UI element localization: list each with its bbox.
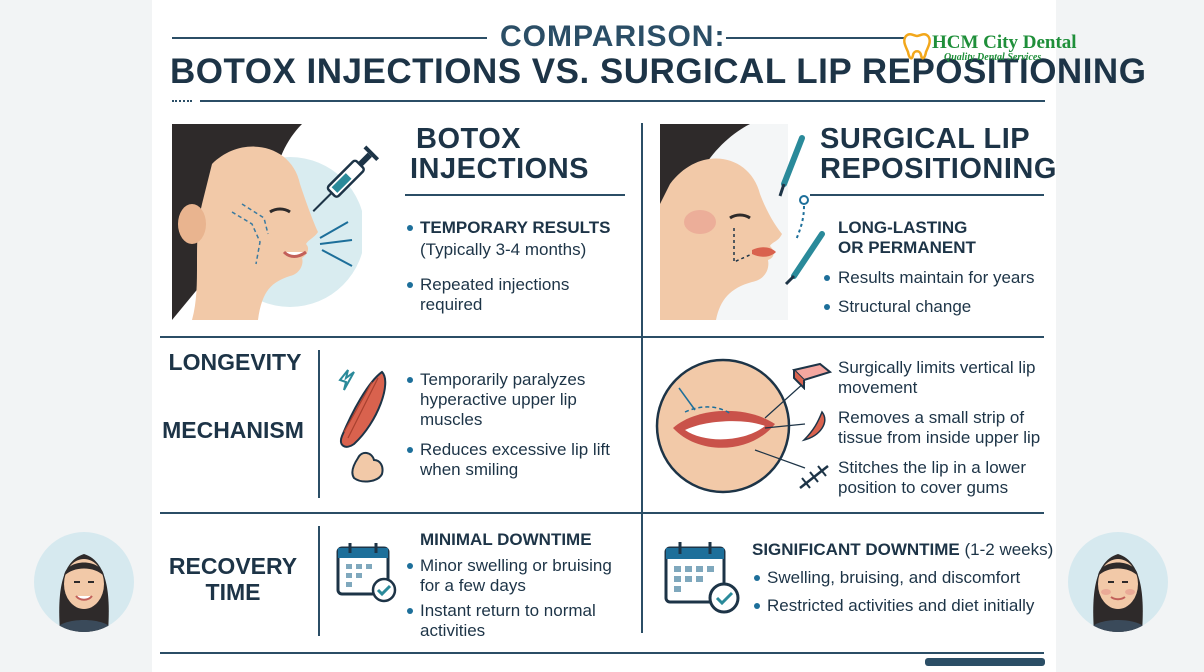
row-label-recovery-line2: TIME: [205, 579, 261, 605]
title-rule-right: [726, 37, 906, 39]
surgery-mech-1-line1: Surgically limits vertical lip: [838, 358, 1036, 377]
surgery-heading-line2: REPOSITIONING: [820, 153, 1057, 185]
botox-heading-rule: [405, 194, 625, 196]
bullet: [407, 282, 413, 288]
row-divider-2: [160, 512, 1044, 514]
column-divider: [641, 123, 643, 633]
botox-mech-1-line3: muscles: [420, 410, 483, 429]
botox-recovery-1-line1: Minor swelling or bruising: [420, 556, 612, 575]
lip-strip-icon: [801, 410, 826, 442]
botox-mech-2-line2: when smiling: [420, 460, 519, 479]
surgery-recovery-1: Swelling, bruising, and discomfort: [767, 568, 1021, 587]
surgery-result-title-line2: OR PERMANENT: [838, 238, 976, 257]
row-label-longevity: LONGEVITY: [168, 349, 302, 375]
bottom-rule: [160, 652, 1044, 654]
botox-repeat-line2: required: [420, 295, 483, 314]
surgery-heading-line1: SURGICAL LIP: [820, 123, 1031, 155]
row-divider-1: [160, 336, 1044, 338]
surgery-mech-2-line1: Removes a small strip of: [838, 408, 1025, 427]
surgery-recovery-bold: SIGNIFICANT DOWNTIME: [752, 540, 960, 559]
calendar-check-icon: [336, 543, 397, 603]
row-label-mechanism: MECHANISM: [162, 417, 304, 443]
bullet: [824, 304, 830, 310]
surgery-recovery-title: SIGNIFICANT DOWNTIME (1-2 weeks): [752, 540, 1053, 560]
woman-avatar-icon: [34, 532, 134, 632]
scalpel-icon: [778, 135, 825, 286]
botox-heading-line2: INJECTIONS: [410, 153, 590, 185]
botox-mech-2-line1: Reduces excessive lip lift: [420, 440, 610, 459]
botox-recovery-title: MINIMAL DOWNTIME: [420, 530, 592, 549]
botox-heading-line1: BOTOX: [416, 123, 522, 155]
surgery-result-title-line1: LONG-LASTING: [838, 218, 968, 237]
surgery-mech-3-line2: position to cover gums: [838, 478, 1009, 497]
woman-avatar-icon: [1068, 532, 1168, 632]
tissue-strip-icon: [792, 362, 833, 390]
label-divider-2: [318, 526, 320, 636]
syringe-icon: [312, 145, 380, 267]
bullet: [407, 608, 413, 614]
botox-result-detail: (Typically 3-4 months): [420, 240, 587, 259]
surgery-mech-1-line2: movement: [838, 378, 918, 397]
surgery-result-1: Results maintain for years: [838, 268, 1035, 287]
bullet: [407, 563, 413, 569]
logo-name: HCM City Dental: [932, 32, 1077, 53]
surgery-mech-2-line2: tissue from inside upper lip: [838, 428, 1041, 447]
surgery-heading-rule: [810, 194, 1044, 196]
muscle-icon: [338, 369, 387, 483]
surgery-mech-3-line1: Stitches the lip in a lower: [838, 458, 1027, 477]
mouth-closeup-icon: [655, 358, 806, 494]
bullet: [407, 377, 413, 383]
title-underline: [200, 100, 1045, 102]
label-divider-1: [318, 350, 320, 498]
botox-recovery-1-line2: for a few days: [420, 576, 526, 595]
botox-mech-1-line2: hyperactive upper lip: [420, 390, 577, 409]
surgery-result-2: Structural change: [838, 297, 972, 316]
bullet: [754, 575, 760, 581]
tooth-logo-icon: [903, 32, 931, 60]
bullet: [824, 275, 830, 281]
botox-face-illustration: [172, 124, 362, 320]
title-rule-left: [172, 37, 487, 39]
botox-recovery-2-line2: activities: [420, 621, 486, 640]
bullet: [754, 603, 760, 609]
row-label-recovery-line1: RECOVERY: [168, 553, 298, 579]
botox-recovery-2-line1: Instant return to normal: [420, 601, 596, 620]
bullet: [407, 447, 413, 453]
calendar-check-icon: [664, 542, 740, 614]
footer-bar: [925, 658, 1045, 666]
botox-repeat-line1: Repeated injections: [420, 275, 570, 294]
stitches-icon: [799, 465, 829, 489]
botox-mech-1-line1: Temporarily paralyzes: [420, 370, 586, 389]
page-title: BOTOX INJECTIONS VS. SURGICAL LIP REPOSI…: [170, 52, 1147, 91]
title-dots: [172, 100, 192, 102]
logo-tagline: Quality Dental Services: [944, 52, 1042, 63]
bullet: [407, 225, 413, 231]
botox-result-title: TEMPORARY RESULTS: [420, 218, 611, 237]
surgery-face-illustration: [660, 124, 788, 320]
title-kicker: COMPARISON:: [500, 20, 726, 53]
surgery-recovery-duration: (1-2 weeks): [959, 540, 1054, 559]
surgery-recovery-2: Restricted activities and diet initially: [767, 596, 1035, 615]
